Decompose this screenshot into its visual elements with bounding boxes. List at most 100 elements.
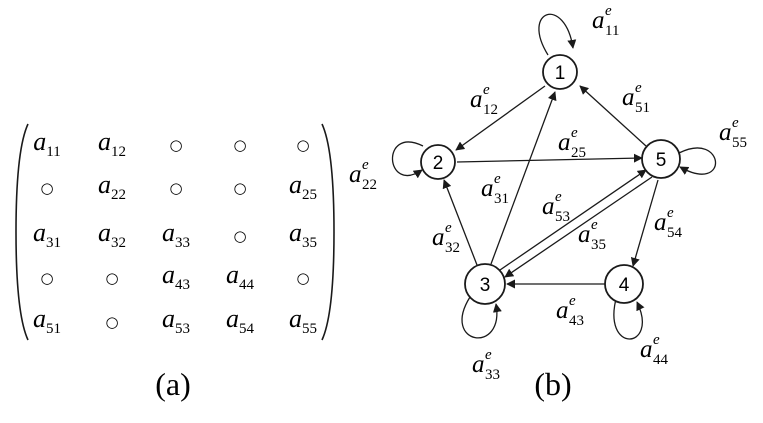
svg-text:1: 1 <box>555 63 566 84</box>
edge-3-to-5 <box>499 169 647 271</box>
edge-label-symbol: a <box>472 351 485 378</box>
edge-label-symbol: a <box>640 336 653 363</box>
self-loop-1 <box>538 13 577 56</box>
svg-text:4: 4 <box>619 275 630 296</box>
edge-label-symbol: a <box>481 175 494 202</box>
edge-label-symbol: a <box>349 161 362 188</box>
matrix-cell-5-2: ○ <box>105 313 118 331</box>
matrix-cell-1-3: ○ <box>169 136 182 154</box>
node-1: 1 <box>542 54 578 90</box>
edge-label-symbol: a <box>432 224 445 251</box>
edge-label-superscript: e <box>483 82 490 98</box>
edge-label-index: 51 <box>635 100 650 116</box>
matrix-cell-5-4-index: 54 <box>239 321 255 337</box>
matrix-cell-3-2-symbol: a <box>98 218 111 247</box>
edge-label-superscript: e <box>732 115 739 131</box>
matrix-cell-2-2: a22 <box>98 170 126 203</box>
matrix-cell-3-4: ○ <box>233 227 246 245</box>
matrix-cell-4-3-symbol: a <box>162 260 175 289</box>
edge-label-index: 32 <box>445 240 460 256</box>
matrix-cell-4-5: ○ <box>296 269 309 287</box>
matrix-cell-5-1-symbol: a <box>33 304 46 333</box>
matrix-cell-1-1: a11 <box>33 127 60 160</box>
edge-label-symbol: a <box>556 297 569 324</box>
edge-label-index: 33 <box>485 367 500 383</box>
edge-label-symbol: a <box>592 7 605 34</box>
matrix-cell-4-1: ○ <box>40 269 53 287</box>
edge-label-symbol: a <box>578 221 591 248</box>
matrix-cell-5-5: a55 <box>289 304 317 337</box>
edge-label-superscript: e <box>591 217 598 233</box>
matrix-cell-1-1-index: 11 <box>46 144 60 160</box>
matrix-cell-3-3-index: 33 <box>175 235 190 251</box>
self-loop-2 <box>391 141 424 179</box>
edge-label-superscript: e <box>667 205 674 221</box>
matrix-cell-4-4: a44 <box>226 260 255 293</box>
caption-a: (a) <box>155 366 191 402</box>
matrix-cell-5-5-symbol: a <box>289 304 302 333</box>
edge-5-to-1 <box>579 85 647 147</box>
edge-label-superscript: e <box>494 171 501 187</box>
matrix-cell-1-2: a12 <box>98 127 126 160</box>
edge-label-index: 54 <box>667 225 683 241</box>
matrix-cell-3-1: a31 <box>33 218 61 251</box>
edge-label-symbol: a <box>719 119 732 146</box>
matrix-cell-4-4-index: 44 <box>239 277 255 293</box>
svg-text:5: 5 <box>656 150 667 171</box>
edge-label-symbol: a <box>622 84 635 111</box>
edge-label-index: 25 <box>571 145 586 161</box>
matrix-cell-3-1-index: 31 <box>46 235 61 251</box>
matrix-cell-4-4-symbol: a <box>226 260 239 289</box>
edge-3-to-1 <box>490 91 557 265</box>
self-loop-5 <box>678 147 717 175</box>
matrix-cell-3-5: a35 <box>289 218 317 251</box>
matrix-cell-3-1-symbol: a <box>33 218 46 247</box>
matrix-cell-2-3: ○ <box>169 179 182 197</box>
matrix-cell-2-2-symbol: a <box>98 170 111 199</box>
edge-label-index: 31 <box>494 191 509 207</box>
edge-1-to-2 <box>455 85 546 151</box>
svg-text:3: 3 <box>480 275 491 296</box>
matrix-cell-1-2-index: 12 <box>111 144 126 160</box>
matrix-cell-5-3: a53 <box>162 304 190 337</box>
matrix-cell-5-1: a51 <box>33 304 61 337</box>
matrix-cell-3-2-index: 32 <box>111 235 126 251</box>
matrix-cell-2-1: ○ <box>40 179 53 197</box>
node-3: 3 <box>464 263 506 305</box>
edge-label-symbol: a <box>654 209 667 236</box>
edge-label-index: 44 <box>653 352 669 368</box>
matrix-cell-1-2-symbol: a <box>98 127 111 156</box>
matrix-cell-2-5-index: 25 <box>302 187 317 203</box>
matrix-right-bracket <box>321 123 335 341</box>
edge-label-superscript: e <box>362 157 369 173</box>
edge-3-to-2 <box>442 179 478 266</box>
edge-label-superscript: e <box>485 347 492 363</box>
matrix-cell-1-5: ○ <box>296 136 309 154</box>
edge-label-index: 12 <box>483 102 498 118</box>
edge-label-index: 35 <box>591 237 606 253</box>
matrix-cell-1-4: ○ <box>233 136 246 154</box>
node-5: 5 <box>641 139 681 179</box>
matrix-cell-4-3: a43 <box>162 260 190 293</box>
caption-b: (b) <box>534 366 571 402</box>
self-loop-3 <box>461 296 502 339</box>
edge-5-to-4 <box>630 179 659 267</box>
matrix-cell-3-3-symbol: a <box>162 218 175 247</box>
matrix-cell-3-5-index: 35 <box>302 235 317 251</box>
edge-5-to-3 <box>504 176 653 278</box>
matrix-cell-5-3-index: 53 <box>175 321 190 337</box>
svg-text:2: 2 <box>433 153 444 174</box>
